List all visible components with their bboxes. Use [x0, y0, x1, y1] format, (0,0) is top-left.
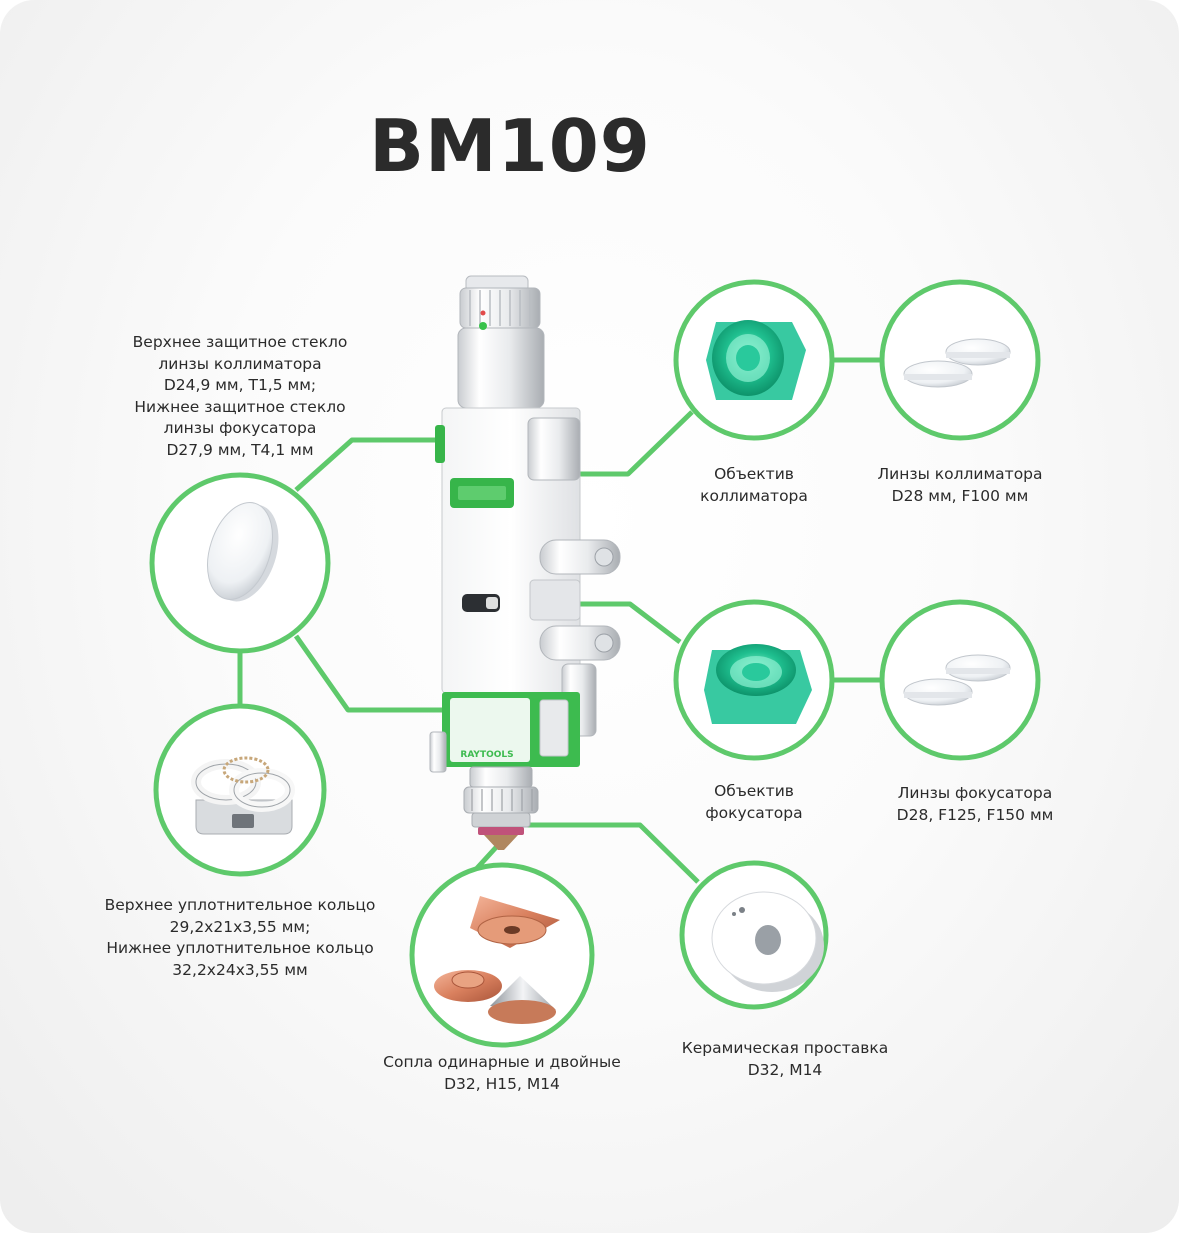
seal-rings-icon: [191, 756, 295, 835]
page-title: BM109: [369, 104, 651, 188]
collimator-objective-icon: [706, 320, 806, 400]
protective-window-label: Верхнее защитное стекло линзы коллиматор…: [132, 333, 348, 459]
brand-label: RAYTOOLS: [460, 750, 513, 760]
connector-collimator: [578, 410, 694, 477]
collimator-objective-label: Объектив коллиматора: [700, 465, 808, 505]
focus-lenses-label: Линзы фокусатора D28, F125, F150 мм: [896, 784, 1054, 824]
connector-lines: [237, 357, 886, 884]
focus-objective-label: Объектив фокусатора: [705, 782, 803, 822]
nozzles-label: Сопла одинарные и двойные D32, H15, M14: [383, 1053, 621, 1093]
focus-objective-icon: [704, 644, 812, 724]
ceramic-label: Керамическая проставка D32, M14: [681, 1039, 889, 1079]
connector-focus: [578, 601, 682, 644]
ceramic-icon: [711, 891, 824, 992]
focus-lenses-icon: [903, 654, 1011, 706]
collimator-lenses-label: Линзы коллиматора D28 мм, F100 мм: [877, 465, 1043, 505]
seal-rings-circle: [153, 703, 327, 877]
cutting-head-illustration: RAYTOOLS: [429, 275, 621, 850]
collimator-lenses-icon: [903, 338, 1011, 388]
connector-protective-window: [294, 437, 442, 492]
protective-window-icon: [207, 502, 279, 602]
nozzles-icon: [434, 896, 560, 1024]
focus-lenses-circle: [879, 599, 1041, 761]
seal-rings-label: Верхнее уплотнительное кольцо 29,2x21x3,…: [104, 896, 376, 979]
connector-window-to-lower: [293, 634, 442, 713]
